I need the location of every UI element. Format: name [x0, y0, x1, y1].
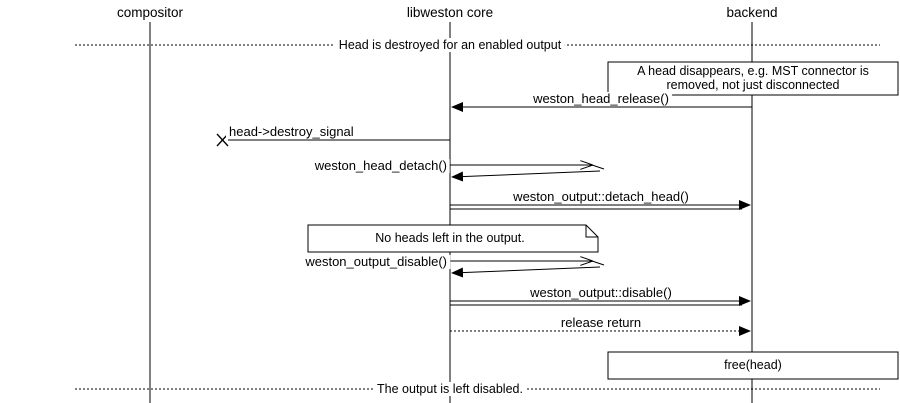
note-text-free-head: free(head): [724, 358, 782, 372]
note-box-free-head: [607, 351, 899, 380]
message-label-weston-head-detach: weston_head_detach(): [311, 159, 450, 173]
divider-label-bottom: The output is left disabled.: [373, 382, 527, 396]
message-label-release-return: release return: [557, 316, 645, 330]
participant-label-libweston-core[interactable]: libweston core: [403, 5, 497, 20]
message-weston-output-disable: [450, 296, 751, 306]
message-label-head-destroy-signal: head->destroy_signal: [226, 125, 357, 139]
note-box-no-heads: [307, 224, 599, 253]
note-box-head-disappears: [607, 61, 899, 96]
participant-label-backend[interactable]: backend: [723, 5, 781, 20]
message-label-weston-head-release: weston_head_release(): [530, 92, 672, 106]
note-text-no-heads-left: No heads left in the output.: [375, 231, 525, 245]
message-label-weston-output-disable-self: weston_output_disable(): [302, 255, 450, 269]
message-weston-output-disable-self: [450, 261, 605, 278]
message-weston-head-detach: [450, 165, 605, 182]
message-weston-output-detach-head: [450, 200, 751, 210]
participant-label-compositor[interactable]: compositor: [113, 5, 187, 20]
divider-label-top: Head is destroyed for an enabled output: [334, 38, 566, 52]
note-text-head-disappears: A head disappears, e.g. MST connector is…: [637, 64, 869, 92]
message-label-weston-output-detach-head: weston_output::detach_head(): [510, 190, 692, 204]
message-label-weston-output-disable: weston_output::disable(): [527, 286, 675, 300]
